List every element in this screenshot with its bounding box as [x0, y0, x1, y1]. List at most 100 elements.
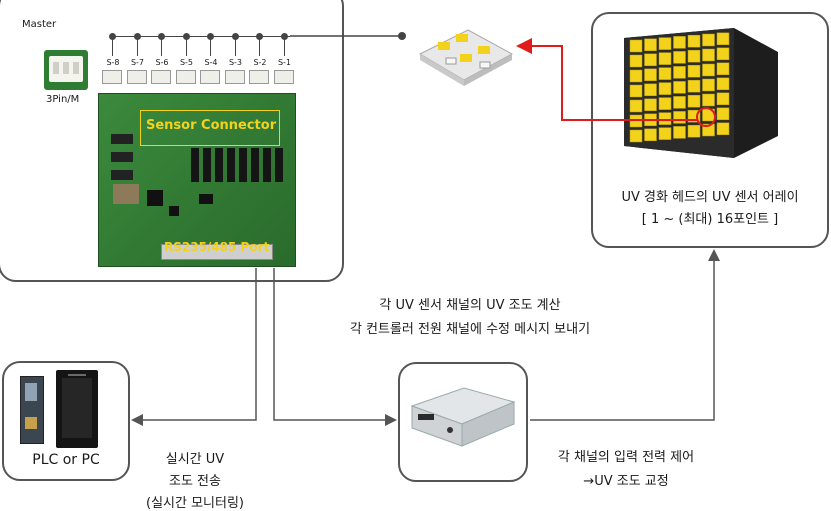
- sensor-cell: [658, 97, 672, 110]
- realtime-annotation-line3: (실시간 모니터링): [146, 496, 244, 511]
- sensor-cell: [673, 96, 686, 109]
- sensor-cell: [673, 36, 686, 49]
- pc-tower-image: [56, 370, 98, 448]
- uv-head-title: UV 경화 헤드의 UV 센서 어레이: [621, 190, 799, 205]
- calc-annotation-line1: 각 UV 센서 채널의 UV 조도 계산: [379, 298, 561, 313]
- sensor-cell: [716, 62, 730, 76]
- channel-label: S-6: [155, 58, 169, 67]
- three-pin-connector-image: [44, 50, 88, 90]
- sensor-cell: [687, 64, 701, 78]
- pc-label: PLC or PC: [32, 452, 100, 468]
- sensor-cell: [687, 34, 701, 48]
- channel-connector: [224, 70, 245, 84]
- channel-connector: [200, 70, 220, 84]
- control-annotation-line1: 각 채널의 입력 전력 제어: [557, 450, 695, 465]
- channel-junction-dot: [256, 33, 263, 40]
- sensor-cell: [658, 37, 672, 50]
- channel-junction-dot: [133, 33, 141, 40]
- sensor-connector-highlight: [140, 110, 280, 146]
- channel-label: S-1: [277, 58, 292, 67]
- sensor-cell: [716, 47, 730, 61]
- power-controller-image: [406, 384, 518, 450]
- connector-label: 3Pin/M: [46, 94, 80, 105]
- sensor-cell: [658, 82, 672, 95]
- sensor-cell: [629, 84, 643, 98]
- channel-junction-dot: [207, 33, 214, 40]
- sensor-cell: [658, 52, 672, 65]
- sensor-cell: [658, 67, 672, 80]
- sensor-cell: [673, 126, 686, 139]
- control-annotation-line2: →UV 조도 교정: [583, 474, 669, 489]
- sensor-cell: [716, 77, 730, 91]
- channel-drop-line: [259, 36, 260, 56]
- channel-drop-line: [112, 36, 113, 56]
- sensor-cell: [673, 51, 686, 64]
- channel-connector: [151, 70, 171, 84]
- channel-drop-line: [161, 36, 162, 56]
- sensor-cell: [702, 63, 715, 77]
- channel-connector: [175, 70, 196, 84]
- sensor-cell: [629, 99, 643, 113]
- sensor-cell: [687, 124, 701, 138]
- channel-drop-line: [283, 36, 285, 56]
- calc-annotation-line2: 각 컨트롤러 전원 채널에 수정 메시지 보내기: [349, 322, 591, 337]
- sensor-cell: [644, 128, 657, 142]
- channel-connector: [249, 70, 269, 84]
- sensor-cell: [716, 32, 730, 46]
- channel-drop-line: [136, 36, 138, 56]
- sensor-cell: [702, 33, 715, 47]
- sensor-cell: [629, 39, 643, 53]
- channel-junction-dot: [158, 33, 165, 40]
- master-label: Master: [22, 19, 57, 30]
- realtime-annotation-line2: 조도 전송: [169, 474, 221, 489]
- channel-junction-dot: [182, 33, 190, 40]
- channel-connector: [126, 70, 147, 84]
- sensor-cell: [644, 68, 657, 82]
- plc-image: [20, 376, 44, 444]
- sensor-cell: [702, 123, 715, 137]
- command-arrow: [273, 268, 397, 426]
- sensor-cell: [644, 83, 657, 97]
- sensor-cell: [687, 94, 701, 108]
- controller-board-image: [98, 93, 296, 267]
- channel-label: S-8: [106, 58, 120, 67]
- channel-label: S-3: [228, 58, 243, 67]
- channel-junction-dot: [280, 33, 288, 40]
- sensor-cell: [687, 49, 701, 63]
- channel-bus-line: [112, 36, 290, 37]
- sensor-cell: [629, 69, 643, 83]
- sensor-cell: [687, 79, 701, 93]
- realtime-annotation-line1: 실시간 UV: [165, 452, 225, 467]
- uv-head-subtitle: [ 1 ~ (최대) 16포인트 ]: [641, 212, 779, 227]
- port-label: RS235/485 Port: [164, 240, 270, 254]
- channel-label: S-5: [179, 58, 194, 67]
- channel-connector: [102, 70, 122, 84]
- sensor-connector-label: Sensor Connector: [146, 118, 277, 133]
- sensor-cell: [629, 54, 643, 68]
- sensor-cell: [629, 129, 643, 143]
- highlight-arrow: [516, 38, 600, 121]
- sensor-cell: [702, 48, 715, 62]
- sensor-cell: [658, 112, 672, 125]
- realtime-arrow: [131, 268, 257, 426]
- control-arrow: [530, 249, 720, 421]
- sensor-cell: [702, 78, 715, 92]
- sensor-cell: [716, 122, 730, 136]
- uv-sensor-module-image: [416, 24, 516, 88]
- channel-label: S-4: [204, 58, 218, 67]
- sensor-cell: [658, 127, 672, 140]
- sensor-cell: [644, 53, 657, 67]
- channel-drop-line: [210, 36, 211, 56]
- sensor-cell: [673, 66, 686, 79]
- sensor-cell: [716, 92, 730, 106]
- sensor-cable-end: [398, 32, 406, 40]
- channel-label: S-7: [130, 58, 145, 67]
- channel-junction-dot: [231, 33, 239, 40]
- channel-connector: [273, 70, 294, 84]
- sensor-cell: [644, 98, 657, 112]
- channel-junction-dot: [109, 33, 116, 40]
- sensor-cell: [716, 107, 730, 121]
- sensor-cell: [702, 93, 715, 107]
- sensor-cell: [673, 81, 686, 94]
